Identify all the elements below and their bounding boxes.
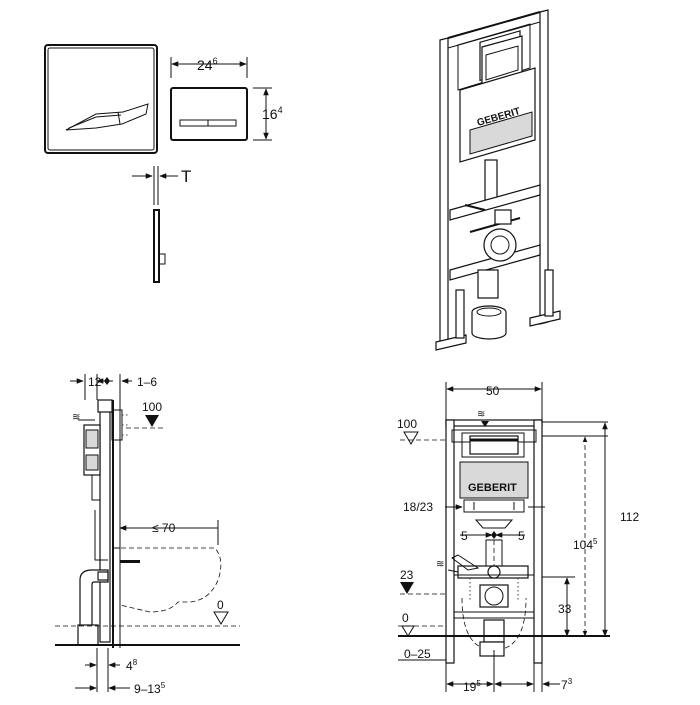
front-dim-inner-height: 1045 [573,537,598,552]
front-dim-width: 50 [486,384,500,398]
side-dim-bottom-small: 48 [126,658,138,673]
front-dim-floor-range: 0–25 [404,647,431,661]
side-dim-floor: 0 [217,598,224,612]
frame-front-logo: GEBERIT [468,482,517,494]
side-dim-bottom-range: 9–135 [134,681,166,696]
plate-width-label: 246 [197,56,218,73]
flush-plate-front-view [44,44,158,154]
front-water-icon: ≋ [436,559,444,570]
side-dim-frame-depth: 12 [88,375,102,389]
plate-height-label: 164 [262,105,283,122]
front-dim-level-33: 33 [558,602,572,616]
front-dim-level-23: 23 [400,568,414,582]
front-dim-bottom-left: 195 [463,679,481,694]
installation-side-view: ≋ [55,374,240,692]
front-dim-total-height: 112 [620,510,639,524]
flush-plate-side-view [132,166,178,283]
side-water-icon: ≋ [72,412,80,423]
flush-plate-dimensioned-view [170,57,272,141]
front-dim-half-right: 5 [518,529,525,543]
side-dim-projection: ≤ 70 [152,521,176,535]
installation-front-view: GEBERIT [398,382,610,692]
front-dim-floor: 0 [402,611,409,625]
side-dim-level-100: 100 [142,400,162,414]
side-dim-adjust: 1–6 [137,375,157,389]
plate-thickness-label: T [181,167,191,186]
front-dim-bottom-right: 73 [561,677,573,692]
front-dim-bolt-range: 18/23 [403,500,433,514]
front-dim-level-100: 100 [397,417,417,431]
installation-frame-isometric: GEBERIT [435,9,561,351]
front-top-water-icon: ≋ [477,409,485,420]
front-dim-half-left: 5 [461,529,468,543]
